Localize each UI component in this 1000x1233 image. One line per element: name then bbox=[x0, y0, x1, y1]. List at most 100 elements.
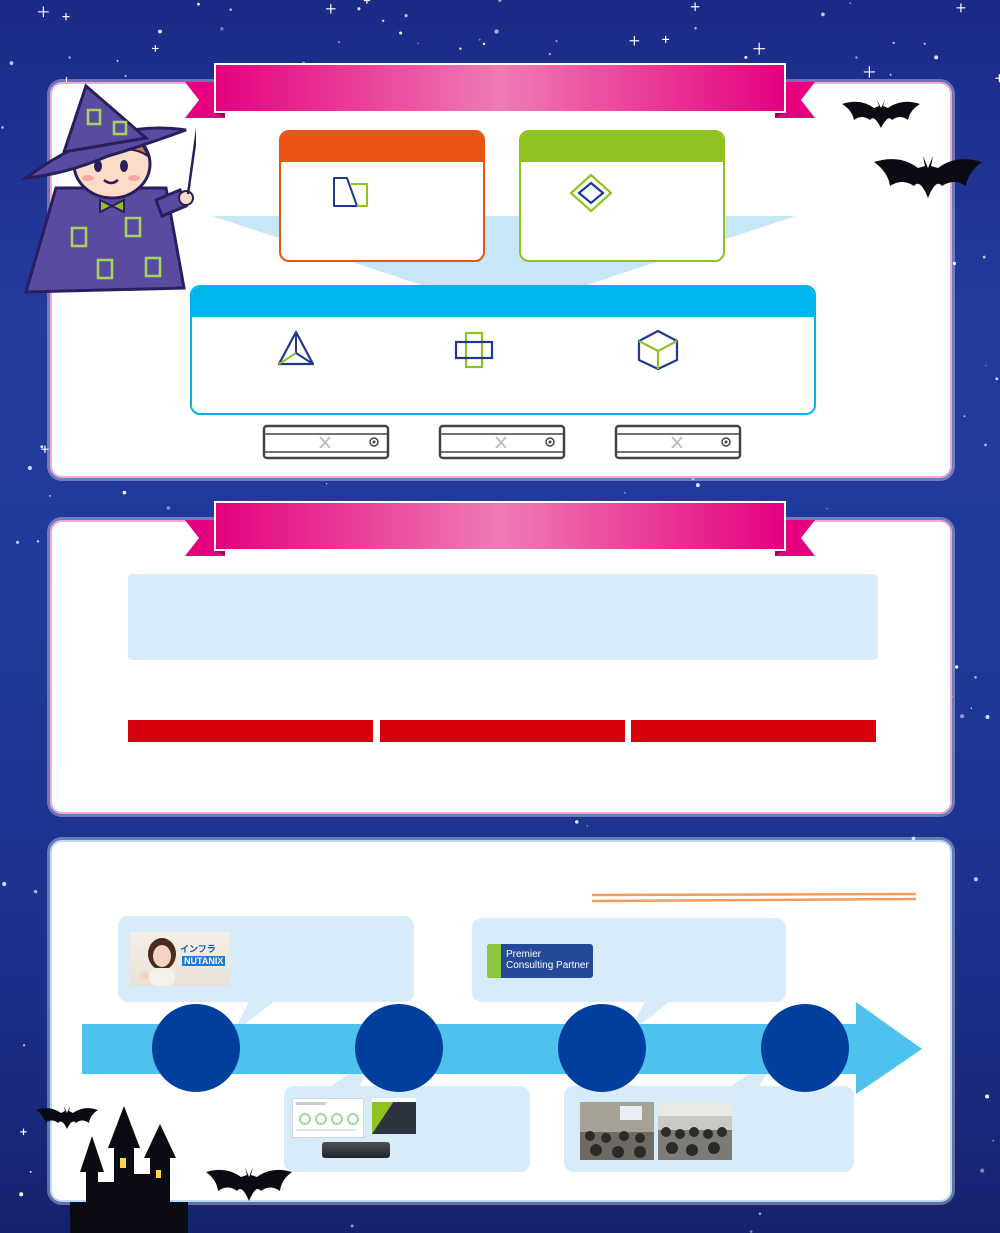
star bbox=[124, 74, 127, 78]
star bbox=[166, 506, 170, 510]
star bbox=[19, 1192, 24, 1197]
dashboard-screenshot bbox=[292, 1098, 364, 1138]
sparkle bbox=[20, 1128, 27, 1136]
sparkle bbox=[753, 42, 766, 55]
star bbox=[911, 836, 916, 841]
star bbox=[548, 52, 552, 56]
orange-underline bbox=[591, 892, 917, 903]
partner-badge: Premier Consulting Partner bbox=[487, 944, 593, 978]
seminar-photo bbox=[580, 1102, 654, 1160]
star bbox=[982, 255, 986, 259]
star bbox=[980, 1168, 985, 1173]
sparkle bbox=[662, 35, 670, 43]
sparkle bbox=[956, 3, 966, 13]
star bbox=[478, 38, 481, 41]
sparkle bbox=[326, 4, 336, 14]
wizard-character bbox=[20, 83, 196, 294]
star bbox=[849, 2, 852, 5]
star bbox=[555, 39, 558, 43]
appliance-image bbox=[322, 1142, 390, 1158]
star bbox=[758, 1212, 762, 1215]
star bbox=[23, 1044, 26, 1047]
star bbox=[27, 465, 33, 471]
cyan-card bbox=[190, 285, 816, 415]
title-ribbon bbox=[185, 63, 815, 118]
star bbox=[691, 477, 695, 481]
green-card bbox=[519, 130, 725, 262]
sparkle bbox=[363, 0, 371, 4]
bat-icon bbox=[36, 1106, 98, 1129]
star bbox=[952, 261, 957, 266]
title-ribbon bbox=[185, 501, 815, 556]
files-icon bbox=[333, 177, 368, 207]
star bbox=[985, 1094, 990, 1099]
star bbox=[482, 42, 486, 46]
video-thumbnail: インフラ NUTANIX bbox=[130, 932, 230, 986]
star bbox=[49, 495, 51, 497]
star bbox=[157, 29, 163, 34]
star bbox=[963, 415, 966, 418]
star bbox=[2, 881, 7, 887]
star bbox=[417, 42, 419, 44]
star bbox=[197, 2, 200, 6]
star bbox=[974, 676, 977, 679]
star bbox=[326, 483, 328, 485]
star bbox=[960, 714, 965, 719]
badge-line2: Consulting Partner bbox=[506, 960, 589, 971]
sparkle bbox=[863, 66, 876, 78]
star bbox=[826, 507, 828, 510]
star bbox=[122, 490, 127, 495]
architecture-panel bbox=[50, 82, 952, 478]
star bbox=[970, 707, 973, 710]
red-tab bbox=[128, 720, 373, 742]
star bbox=[992, 1140, 994, 1142]
star bbox=[9, 61, 14, 65]
star bbox=[586, 825, 588, 827]
star bbox=[494, 29, 499, 34]
star bbox=[404, 14, 408, 18]
sparkle bbox=[38, 6, 49, 18]
badge-strip bbox=[487, 944, 501, 978]
sparkle bbox=[995, 74, 1000, 83]
star bbox=[934, 55, 939, 60]
server-node bbox=[614, 424, 742, 460]
star bbox=[116, 59, 119, 62]
timeline-circle bbox=[355, 1004, 443, 1092]
star bbox=[29, 1170, 32, 1173]
video-title-line1: インフラ bbox=[180, 944, 216, 954]
seminar-photo bbox=[658, 1102, 732, 1160]
star bbox=[892, 41, 895, 45]
red-tab bbox=[631, 720, 876, 742]
star bbox=[40, 445, 44, 449]
timeline-circle bbox=[761, 1004, 849, 1092]
star bbox=[575, 820, 579, 824]
star bbox=[985, 364, 987, 367]
star bbox=[357, 7, 361, 11]
star bbox=[923, 42, 926, 46]
slide-screenshot bbox=[372, 1098, 416, 1134]
star bbox=[382, 19, 385, 22]
star bbox=[498, 0, 502, 2]
timeline-circle bbox=[558, 1004, 646, 1092]
star bbox=[995, 377, 999, 381]
orange-card-header bbox=[281, 132, 483, 162]
sparkle bbox=[152, 45, 159, 52]
star bbox=[338, 41, 341, 44]
star bbox=[984, 443, 987, 447]
info-panel bbox=[50, 520, 952, 814]
server-node bbox=[262, 424, 390, 460]
star bbox=[985, 715, 990, 719]
star bbox=[1, 126, 4, 129]
star bbox=[350, 1224, 354, 1228]
cyan-card-header bbox=[192, 287, 814, 317]
red-tab bbox=[380, 720, 625, 742]
star bbox=[889, 73, 892, 76]
sparkle bbox=[62, 13, 70, 21]
star bbox=[459, 47, 462, 50]
info-box bbox=[128, 574, 878, 660]
badge-line1: Premier bbox=[506, 949, 542, 960]
bat-icon bbox=[842, 100, 920, 128]
star bbox=[973, 877, 979, 882]
timeline-circle bbox=[152, 1004, 240, 1092]
triangle-icon bbox=[277, 330, 315, 366]
